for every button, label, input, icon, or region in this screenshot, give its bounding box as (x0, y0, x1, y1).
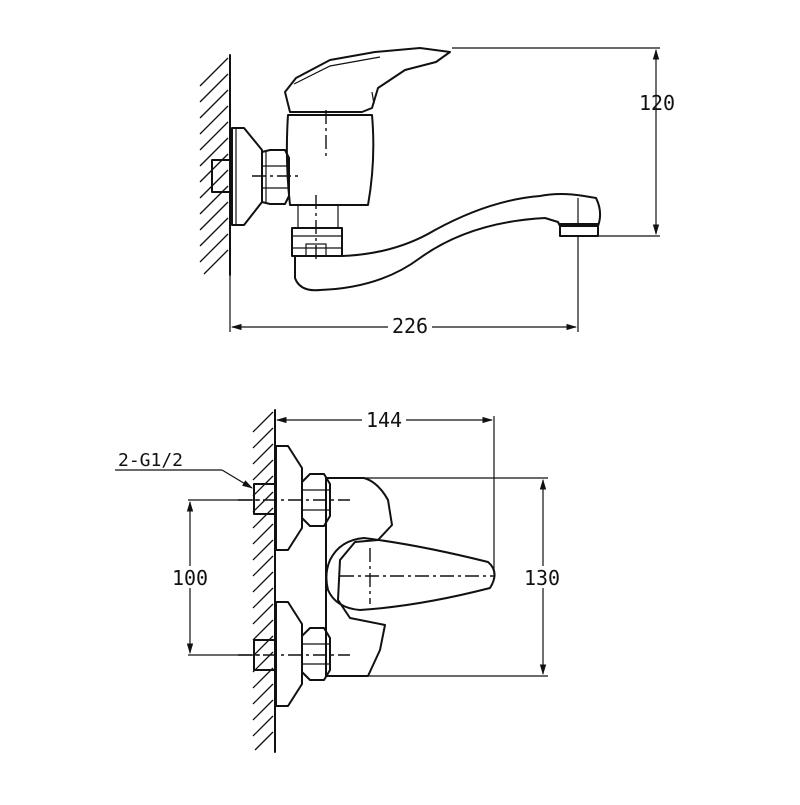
front-view-upper-connector (253, 445, 331, 551)
side-view: 120 226 (199, 47, 675, 338)
front-view-lower-connector (253, 601, 331, 707)
side-view-spout (294, 193, 602, 292)
front-view-wall (252, 409, 276, 753)
dimension-label-144: 144 (366, 408, 402, 432)
dimension-label-226: 226 (392, 314, 428, 338)
dimension-height-130: 130 (364, 477, 565, 677)
side-view-center-lines (252, 110, 327, 262)
dimension-length-226: 226 (229, 236, 579, 338)
front-view: 144 100 130 2-G1/2 (115, 407, 565, 753)
dimension-label-130: 130 (524, 566, 560, 590)
side-view-handle (284, 47, 451, 113)
dimension-spacing-100: 100 (168, 499, 260, 656)
dimension-height-120: 120 (452, 47, 675, 237)
dimension-label-100: 100 (172, 566, 208, 590)
side-view-body (285, 114, 375, 228)
connection-label: 2-G1/2 (118, 450, 183, 471)
side-view-hex-nut (261, 149, 290, 205)
connection-callout: 2-G1/2 (115, 450, 253, 489)
front-view-body (325, 477, 393, 677)
dimension-width-144: 144 (274, 407, 495, 574)
dimension-label-120: 120 (639, 91, 675, 115)
side-view-wall (199, 54, 231, 276)
side-view-lower-nut (291, 227, 343, 257)
front-view-handle (325, 537, 496, 611)
